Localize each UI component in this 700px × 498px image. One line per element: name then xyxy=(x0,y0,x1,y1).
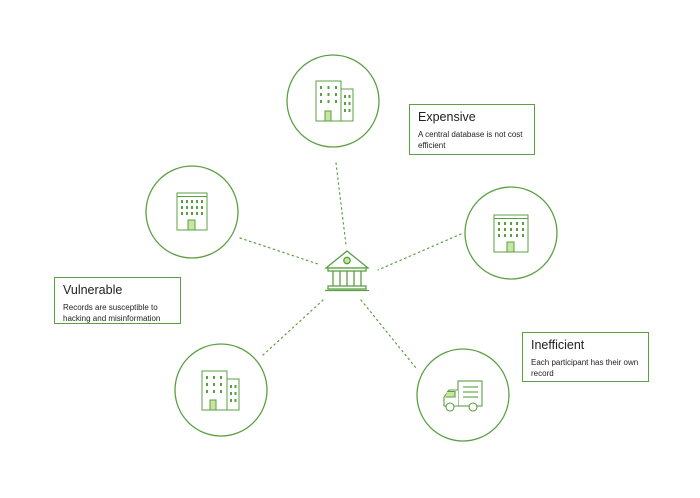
connector-right xyxy=(377,233,462,271)
callout-title: Expensive xyxy=(418,110,476,124)
callout-vulnerable: Vulnerable Records are susceptible to ha… xyxy=(54,277,181,324)
connector-bottom-left xyxy=(261,299,324,357)
connector-bottom-right xyxy=(360,299,417,369)
building-icon xyxy=(493,214,529,253)
bank-icon xyxy=(324,250,370,292)
callout-title: Vulnerable xyxy=(63,283,123,297)
delivery-truck-icon xyxy=(443,380,483,412)
connector-left xyxy=(239,237,319,265)
callout-title: Inefficient xyxy=(531,338,585,352)
callout-body: Records are susceptible to hacking and m… xyxy=(63,303,161,323)
building-icon xyxy=(201,370,240,411)
callout-body: A central database is not cost efficient xyxy=(418,130,523,150)
connector-top xyxy=(335,162,347,246)
callout-expensive: Expensive A central database is not cost… xyxy=(409,104,535,155)
connectors xyxy=(239,162,462,369)
building-icon xyxy=(315,80,354,122)
building-icon xyxy=(176,192,208,231)
callout-body: Each participant has their own record xyxy=(531,358,639,378)
callout-inefficient: Inefficient Each participant has their o… xyxy=(522,332,649,382)
